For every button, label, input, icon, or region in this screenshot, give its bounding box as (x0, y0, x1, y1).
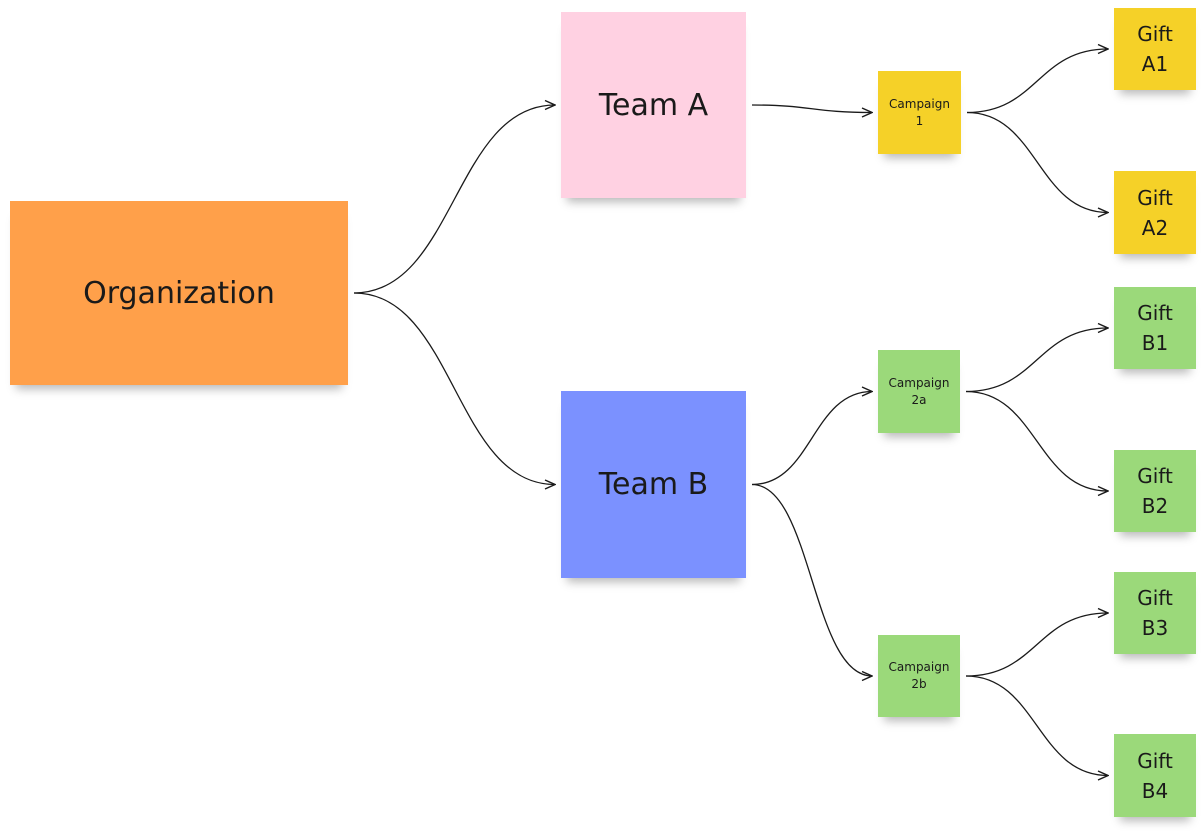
connector-campaign-2b-to-gift-b4 (965, 675, 1108, 776)
campaign-1-node[interactable]: Campaign 1 (878, 71, 961, 154)
gift-b1-label: Gift B1 (1137, 301, 1173, 355)
connector-organization-to-team-a (353, 105, 555, 294)
gift-b2-node[interactable]: Gift B2 (1114, 450, 1196, 532)
team-a-node[interactable]: Team A (561, 12, 746, 198)
gift-b4-node[interactable]: Gift B4 (1114, 734, 1196, 817)
team-a-label: Team A (598, 87, 709, 123)
gift-b3-node[interactable]: Gift B3 (1114, 572, 1196, 654)
connector-team-b-to-campaign-2b (751, 483, 872, 677)
connector-campaign-2b-to-gift-b3 (965, 613, 1108, 677)
gift-b3-label: Gift B3 (1137, 586, 1173, 640)
campaign-2a-label: Campaign 2a (888, 375, 950, 407)
gift-a2-label: Gift A2 (1137, 185, 1173, 240)
connector-campaign-2a-to-gift-b1 (965, 328, 1108, 393)
gift-a2-node[interactable]: Gift A2 (1114, 171, 1196, 254)
gift-b2-label: Gift B2 (1137, 464, 1173, 518)
campaign-2b-node[interactable]: Campaign 2b (878, 635, 960, 717)
gift-a1-node[interactable]: Gift A1 (1114, 8, 1196, 90)
connector-team-b-to-campaign-2a (751, 392, 872, 486)
connector-team-a-to-campaign-1 (751, 104, 872, 113)
connector-campaign-2a-to-gift-b2 (965, 390, 1108, 492)
gift-a1-label: Gift A1 (1137, 22, 1173, 76)
organization-node[interactable]: Organization (10, 201, 348, 385)
connector-campaign-1-to-gift-a1 (966, 49, 1108, 114)
connector-campaign-1-to-gift-a2 (966, 111, 1108, 213)
team-b-label: Team B (598, 467, 709, 502)
gift-b1-node[interactable]: Gift B1 (1114, 287, 1196, 369)
team-b-node[interactable]: Team B (561, 391, 746, 578)
campaign-1-label: Campaign 1 (889, 96, 950, 128)
organization-label: Organization (83, 275, 275, 311)
connector-organization-to-team-b (353, 292, 555, 485)
campaign-2a-node[interactable]: Campaign 2a (878, 350, 960, 433)
gift-b4-label: Gift B4 (1137, 748, 1173, 803)
campaign-2b-label: Campaign 2b (888, 660, 950, 691)
